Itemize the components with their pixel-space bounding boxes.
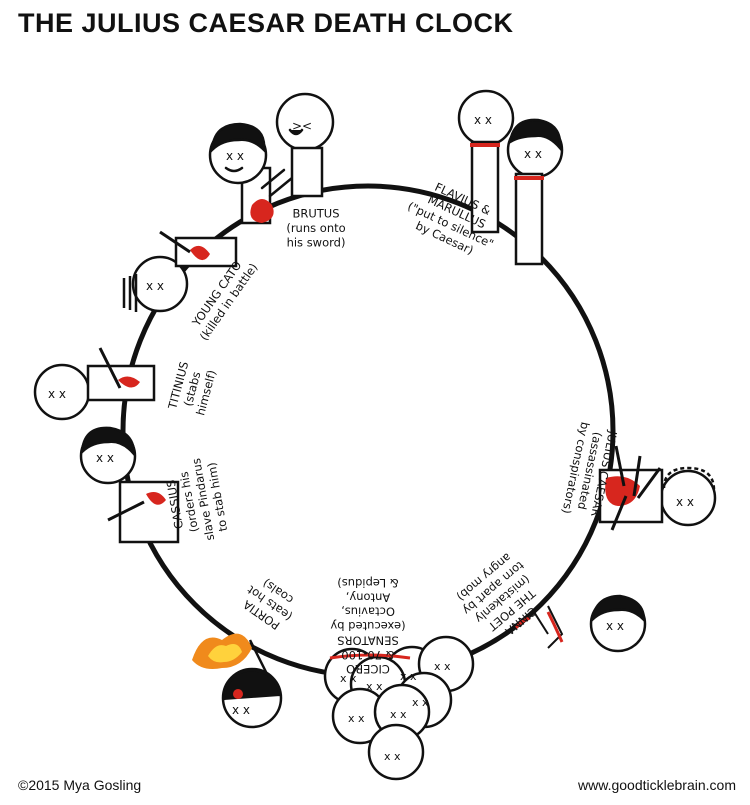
svg-text:x x: x x (232, 703, 250, 717)
svg-text:x x: x x (96, 451, 114, 465)
label-brutus-line: (runs onto (286, 221, 345, 235)
flavius-marullus-figures: x x x x (457, 89, 564, 266)
svg-text:x x: x x (348, 712, 365, 725)
svg-text:x x: x x (412, 696, 429, 709)
svg-text:x x: x x (434, 660, 451, 673)
label-cicero-line: & Lepidus) (337, 576, 398, 590)
website-url: www.goodticklebrain.com (578, 777, 736, 793)
copyright-text: ©2015 Mya Gosling (18, 777, 142, 793)
svg-text:x x: x x (474, 113, 492, 127)
label-brutus-line: his sword) (287, 235, 346, 249)
cassius-figure: x x (79, 426, 180, 544)
label-cicero-line: SENATORS (337, 633, 399, 647)
svg-text:x x: x x (146, 279, 164, 293)
svg-text:x x: x x (400, 670, 417, 683)
label-cicero-line: (executed by (330, 619, 405, 633)
svg-text:x x: x x (384, 750, 401, 763)
svg-text:><: >< (292, 119, 312, 133)
label-brutus-line: BRUTUS (292, 207, 339, 221)
svg-text:x x: x x (366, 680, 383, 693)
page-title: THE JULIUS CAESAR DEATH CLOCK (18, 8, 514, 38)
titinius-figure: x x (33, 347, 156, 421)
young-cato-figure: x x (122, 230, 238, 313)
svg-text:x x: x x (676, 495, 694, 509)
portia-figure: x x (192, 633, 283, 729)
cinna-figure: x x (514, 594, 647, 653)
senators-figures: x x x x x x x x x x x x x x x x (323, 635, 475, 781)
julius-caesar-figure: x x (598, 445, 717, 531)
label-cicero-line: Antony, (346, 590, 390, 604)
svg-text:x x: x x (226, 149, 244, 163)
svg-text:x x: x x (606, 619, 624, 633)
svg-text:x x: x x (48, 387, 66, 401)
label-cicero-line: CICERO (346, 662, 390, 676)
label-cicero-line: Octavius, (341, 605, 395, 619)
svg-text:x x: x x (340, 672, 357, 685)
brutus-figure: x x >< (208, 92, 335, 225)
svg-text:x x: x x (524, 147, 542, 161)
label-cicero-line: & 70-100 (341, 648, 394, 662)
svg-text:x x: x x (390, 708, 407, 721)
label-flavius-marullus: FLAVIUS &MARULLUS("put to silence"by Cae… (405, 180, 495, 258)
